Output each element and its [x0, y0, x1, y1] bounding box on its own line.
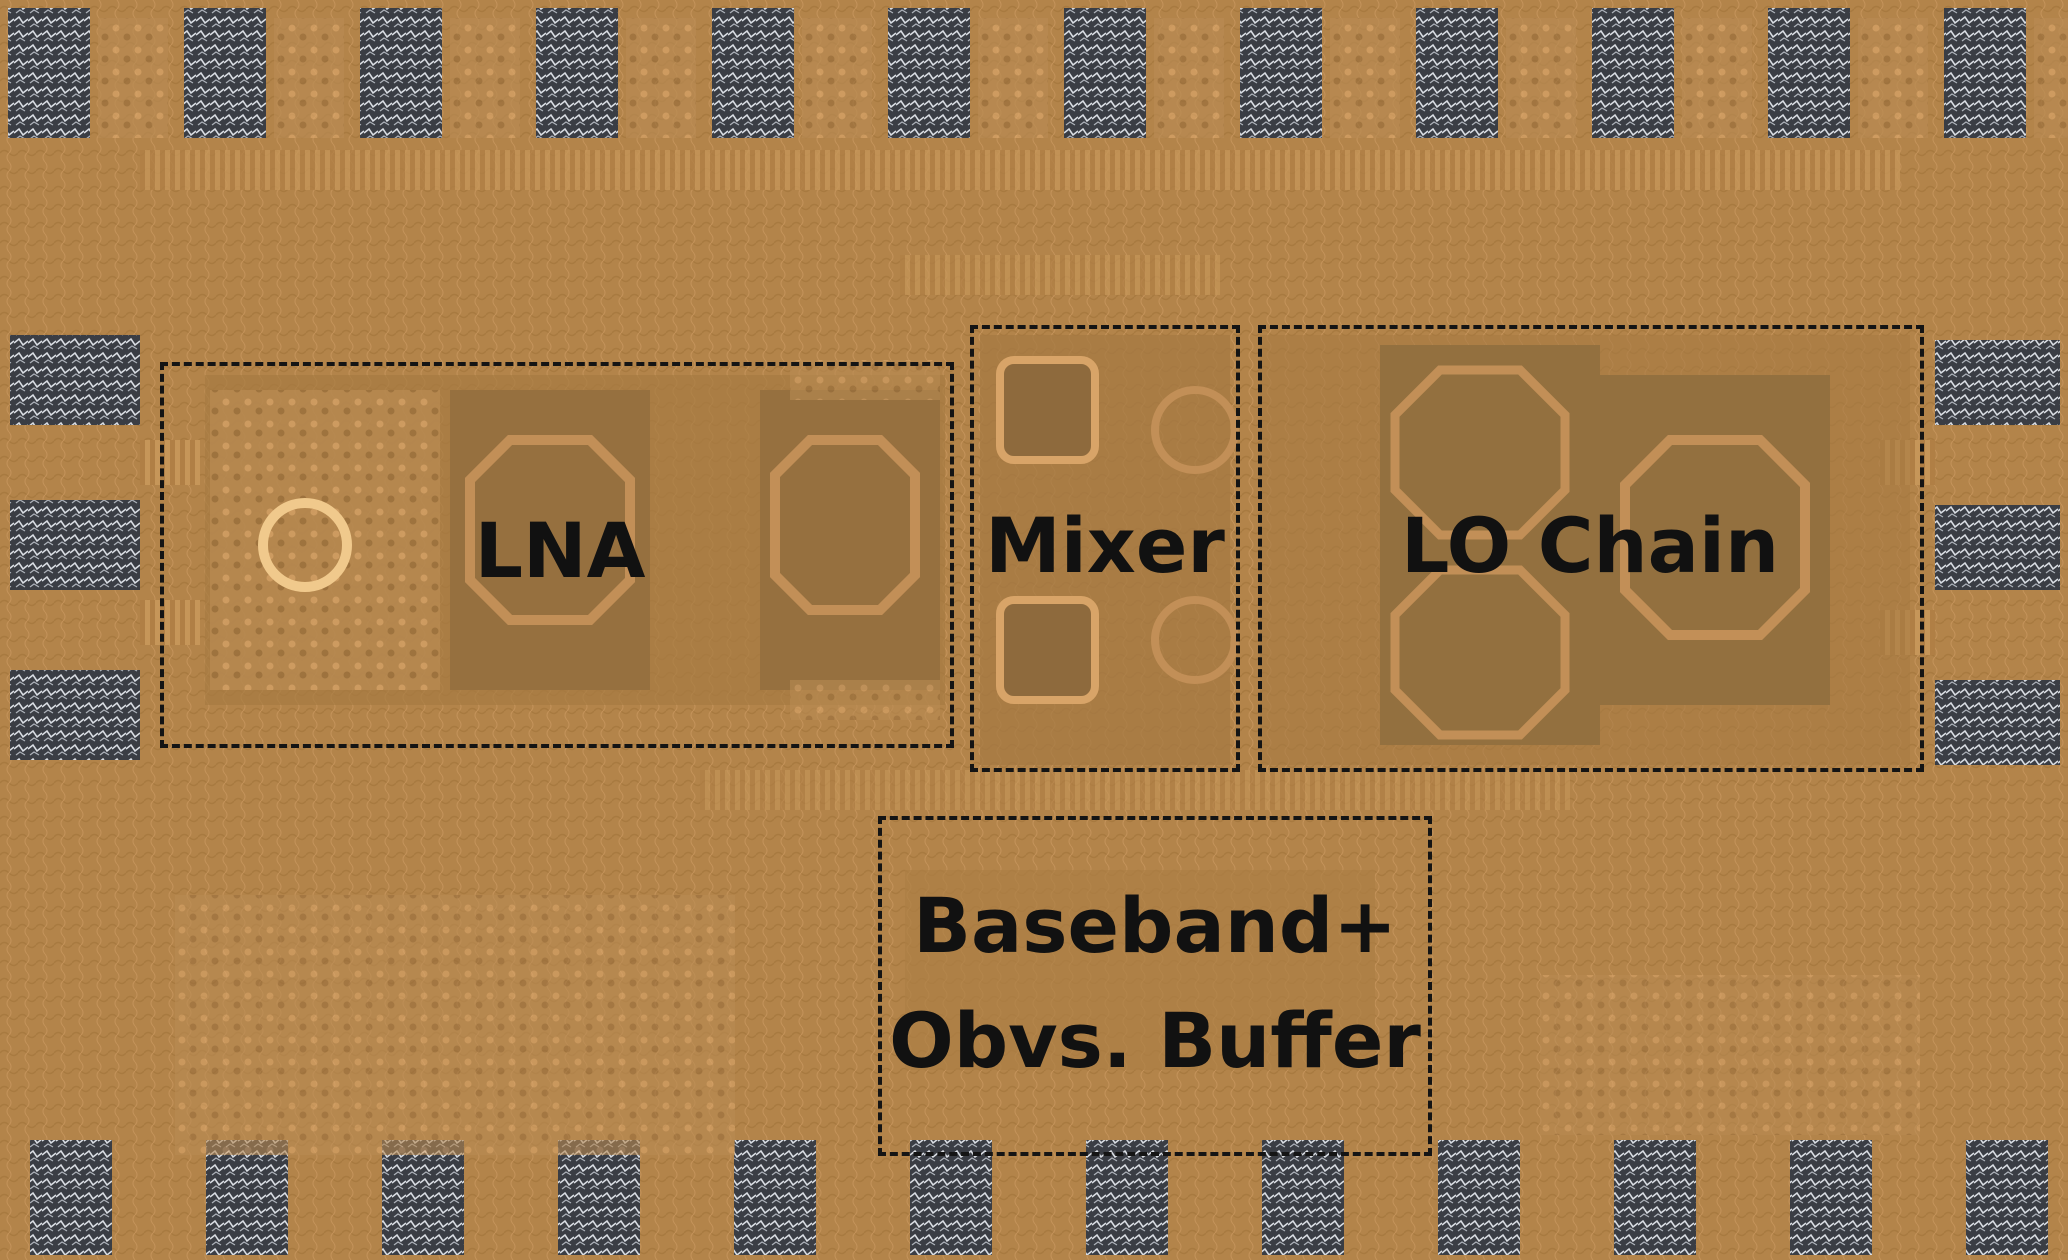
bond-pad-bottom [30, 1140, 112, 1255]
pad-spacer-top [98, 18, 168, 138]
bond-pad-bottom [734, 1140, 816, 1255]
bond-pad-top [184, 8, 266, 138]
pad-spacer-top [626, 18, 696, 138]
bond-pad-top [712, 8, 794, 138]
pad-spacer-top [1330, 18, 1400, 138]
bond-pad-top [888, 8, 970, 138]
mixer-label: Mixer [985, 501, 1225, 590]
pad-spacer-top [1154, 18, 1224, 138]
lna-region-outline [160, 362, 954, 748]
lna-label: LNA [474, 506, 646, 595]
bond-pad-top [1416, 8, 1498, 138]
pad-spacer-top [1858, 18, 1928, 138]
pad-spacer-top [450, 18, 520, 138]
bond-pad-bottom [1262, 1140, 1344, 1255]
bond-pad-bottom [206, 1140, 288, 1255]
mixer-region-outline [970, 325, 1240, 772]
baseband-label-line2: Obvs. Buffer [889, 996, 1421, 1085]
bond-pad-top [360, 8, 442, 138]
bond-pad-bottom [1438, 1140, 1520, 1255]
baseband-region-outline [878, 816, 1432, 1156]
lo-chain-label: LO Chain [1400, 501, 1780, 590]
bond-pad-top [8, 8, 90, 138]
pad-spacer-top [802, 18, 872, 138]
pad-spacer-top [2034, 18, 2068, 138]
lo-chain-region-outline [1258, 325, 1924, 772]
bond-pad-top [1944, 8, 2026, 138]
pad-spacer-top [978, 18, 1048, 138]
pad-spacer-top [1506, 18, 1576, 138]
bond-pad-bottom [1966, 1140, 2048, 1255]
bond-pad-top [1064, 8, 1146, 138]
bond-pad-top [536, 8, 618, 138]
bond-pad-bottom [1086, 1140, 1168, 1255]
bond-pad-top [1240, 8, 1322, 138]
bond-pad-bottom [910, 1140, 992, 1255]
bond-pad-bottom [1790, 1140, 1872, 1255]
bond-pad-top [1768, 8, 1850, 138]
pad-spacer-top [274, 18, 344, 138]
bond-pad-bottom [558, 1140, 640, 1255]
bond-pad-bottom [382, 1140, 464, 1255]
bond-pad-top [1592, 8, 1674, 138]
pad-spacer-top [1682, 18, 1752, 138]
bond-pad-bottom [1614, 1140, 1696, 1255]
baseband-label-line1: Baseband+ [913, 881, 1397, 970]
